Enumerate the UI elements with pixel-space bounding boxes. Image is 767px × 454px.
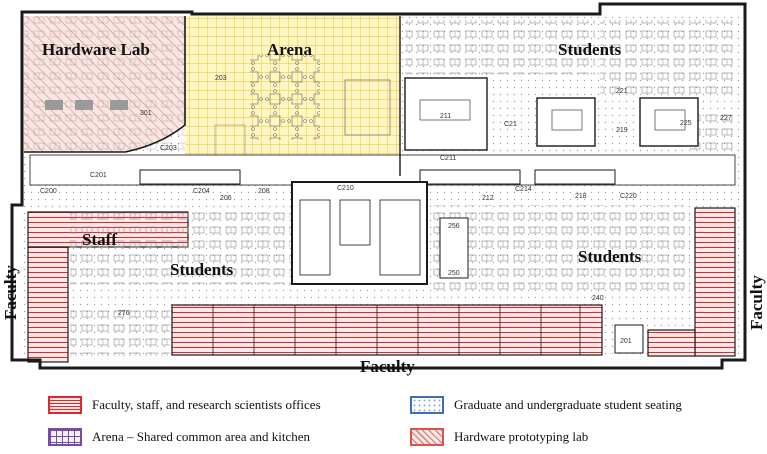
corridor-rooms (419, 169, 521, 185)
room-number: 250 (448, 270, 460, 277)
corridor-rooms (534, 169, 616, 185)
room-number: C21 (504, 121, 517, 128)
meeting-table (654, 109, 686, 131)
legend-swatch-dots (410, 396, 444, 414)
legend-item-student-seating: Graduate and undergraduate student seati… (410, 396, 682, 414)
room-number: 206 (220, 195, 232, 202)
restrooms (379, 199, 421, 276)
room-211 (404, 77, 488, 151)
corridor (29, 154, 736, 186)
zone-label-students-top: Students (558, 40, 622, 59)
arena-seating (250, 55, 320, 140)
room-number: 211 (440, 113, 451, 120)
room-number: 203 (215, 75, 227, 82)
zone-label-faculty-left: Faculty (1, 265, 20, 320)
room-219-meeting (536, 97, 596, 147)
room-number: C220 (620, 193, 637, 200)
room-number: 201 (620, 338, 632, 345)
room-number: C201 (90, 172, 107, 179)
room-number: 276 (118, 310, 130, 317)
student-desks-bottom-left (70, 308, 170, 356)
building-core (291, 181, 428, 285)
legend-item-arena: Arena – Shared common area and kitchen (48, 428, 310, 446)
faculty-office-corner (647, 329, 696, 357)
arena-table (344, 79, 391, 136)
faculty-offices-bottom (171, 304, 603, 356)
legend-label: Faculty, staff, and research scientists … (92, 397, 321, 412)
room-225 (639, 97, 699, 147)
zone-label-faculty-right: Faculty (747, 275, 766, 330)
room-201-small (614, 324, 644, 354)
legend-label: Graduate and undergraduate student seati… (454, 397, 682, 412)
room-number: C214 (515, 186, 532, 193)
zone-label-arena: Arena (267, 40, 313, 59)
room-number: 212 (482, 195, 494, 202)
legend-label: Arena – Shared common area and kitchen (92, 429, 311, 444)
office-partitions (212, 305, 581, 355)
lab-equipment (110, 100, 128, 110)
room-number: 240 (592, 295, 604, 302)
legend-swatch-horizontal-lines (48, 396, 82, 414)
student-desks-top-right (600, 20, 735, 100)
legend-item-hardware-lab: Hardware prototyping lab (410, 428, 588, 446)
legend-swatch-grid (48, 428, 82, 446)
zone-label-students-left: Students (170, 260, 234, 279)
room-number: C203 (160, 145, 177, 152)
stair (299, 199, 331, 276)
student-desks-left (70, 210, 290, 285)
corridor-rooms (139, 169, 241, 185)
lab-equipment (45, 100, 63, 110)
meeting-table (551, 109, 583, 131)
room-number: 221 (616, 88, 628, 95)
floor-plan: 301 203 211 221 219 225 227 C203 C201 C2… (1, 2, 766, 376)
room-number: 218 (575, 193, 587, 200)
room-number: 227 (720, 115, 732, 122)
zone-label-staff: Staff (82, 230, 117, 249)
faculty-offices-left (27, 246, 69, 363)
faculty-offices-right (694, 207, 736, 357)
zone-label-hardware-lab: Hardware Lab (42, 40, 150, 59)
legend-label: Hardware prototyping lab (454, 429, 589, 444)
room-number: C200 (40, 188, 57, 195)
legend-item-faculty-offices: Faculty, staff, and research scientists … (48, 396, 321, 414)
room-number: C211 (440, 155, 456, 162)
elevator (339, 199, 371, 246)
exterior-wall (10, 2, 747, 370)
zone-label-faculty-bottom: Faculty (360, 357, 415, 376)
legend: Faculty, staff, and research scientists … (0, 384, 767, 454)
room-number: 256 (448, 223, 460, 230)
student-desks-top (405, 20, 595, 75)
room-number: 208 (258, 188, 270, 195)
room-256-250 (439, 217, 469, 279)
room-number: 301 (140, 110, 152, 117)
lab-equipment (75, 100, 93, 110)
conference-table (419, 99, 471, 121)
room-number: 225 (680, 120, 692, 127)
student-desks-right-block (430, 205, 690, 295)
legend-swatch-diagonal-lines (410, 428, 444, 446)
zone-label-students-right: Students (578, 247, 642, 266)
room-number: C204 (193, 188, 210, 195)
hardware-lab-benches (24, 16, 185, 152)
room-number: 219 (616, 127, 628, 134)
room-number: C210 (337, 185, 354, 192)
hardware-lab-wall (24, 16, 186, 153)
